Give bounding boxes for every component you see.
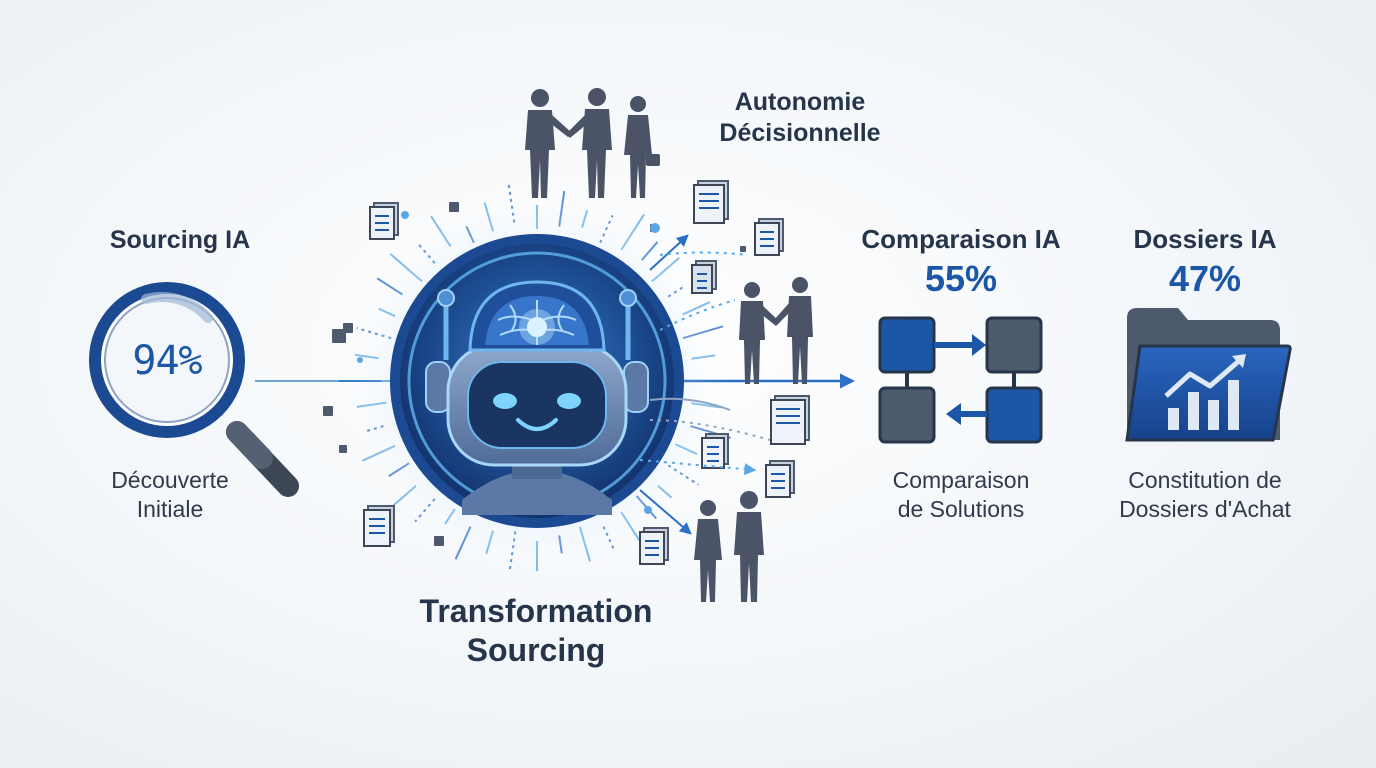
dossiers-caption: Constitution de Dossiers d'Achat — [1090, 466, 1320, 524]
magnifying-glass-icon — [89, 282, 299, 497]
document-icon — [754, 218, 784, 256]
document-icon — [639, 527, 669, 565]
autonomy-line2: Décisionnelle — [719, 119, 881, 147]
hub-title-line2: Sourcing — [466, 632, 606, 668]
document-icon — [765, 460, 795, 498]
decorative-square — [740, 246, 746, 252]
dossiers-title: Dossiers IA — [1133, 224, 1277, 254]
dossiers-percentage: 47% — [1168, 258, 1242, 299]
ai-robot-icon — [425, 280, 649, 515]
dossiers-caption-line1: Constitution de — [1128, 467, 1282, 493]
comparison-caption-line1: Comparaison — [892, 467, 1030, 493]
document-icon — [369, 202, 399, 240]
autonomy-line1: Autonomie — [734, 88, 866, 116]
comparison-caption: Comparaison de Solutions — [856, 466, 1066, 524]
decorative-squares — [323, 202, 746, 546]
business-people-handshake-icon — [525, 88, 660, 198]
business-people-mid-icon — [739, 277, 813, 384]
decorative-square — [332, 329, 346, 343]
decorative-square — [449, 202, 459, 212]
decorative-square — [343, 323, 353, 333]
comparison-caption-line2: de Solutions — [897, 496, 1025, 522]
comparison-percentage: 55% — [924, 258, 998, 299]
autonomy-title: Autonomie Décisionnelle — [690, 87, 910, 149]
document-icon — [693, 180, 729, 224]
connector-lines — [639, 234, 771, 535]
sourcing-caption: Découverte Initiale — [70, 466, 270, 524]
folder-chart-icon — [1125, 308, 1292, 442]
document-icon — [701, 433, 729, 469]
hub-title-line1: Transformation — [419, 593, 653, 629]
sourcing-title: Sourcing IA — [109, 226, 251, 254]
decorative-dot — [644, 506, 652, 514]
dossiers-caption-line2: Dossiers d'Achat — [1119, 496, 1291, 522]
decorative-square — [323, 406, 333, 416]
document-icon — [691, 260, 717, 294]
business-people-bottom-icon — [694, 491, 764, 602]
decorative-dot — [650, 223, 660, 233]
decorative-square — [339, 445, 347, 453]
sourcing-caption-line1: Découverte — [111, 467, 229, 493]
decorative-square — [434, 536, 444, 546]
sourcing-caption-line2: Initiale — [136, 496, 204, 522]
document-icons — [363, 180, 810, 565]
document-icon — [770, 395, 810, 445]
hub-title: Transformation Sourcing — [376, 592, 696, 670]
decorative-dot — [357, 357, 363, 363]
decorative-dot — [401, 211, 409, 219]
comparison-title: Comparaison IA — [861, 224, 1061, 254]
comparison-flowchart-icon — [878, 316, 1043, 444]
ray-line — [667, 464, 700, 486]
document-icon — [363, 505, 395, 547]
sourcing-percentage: 94% — [132, 338, 202, 384]
